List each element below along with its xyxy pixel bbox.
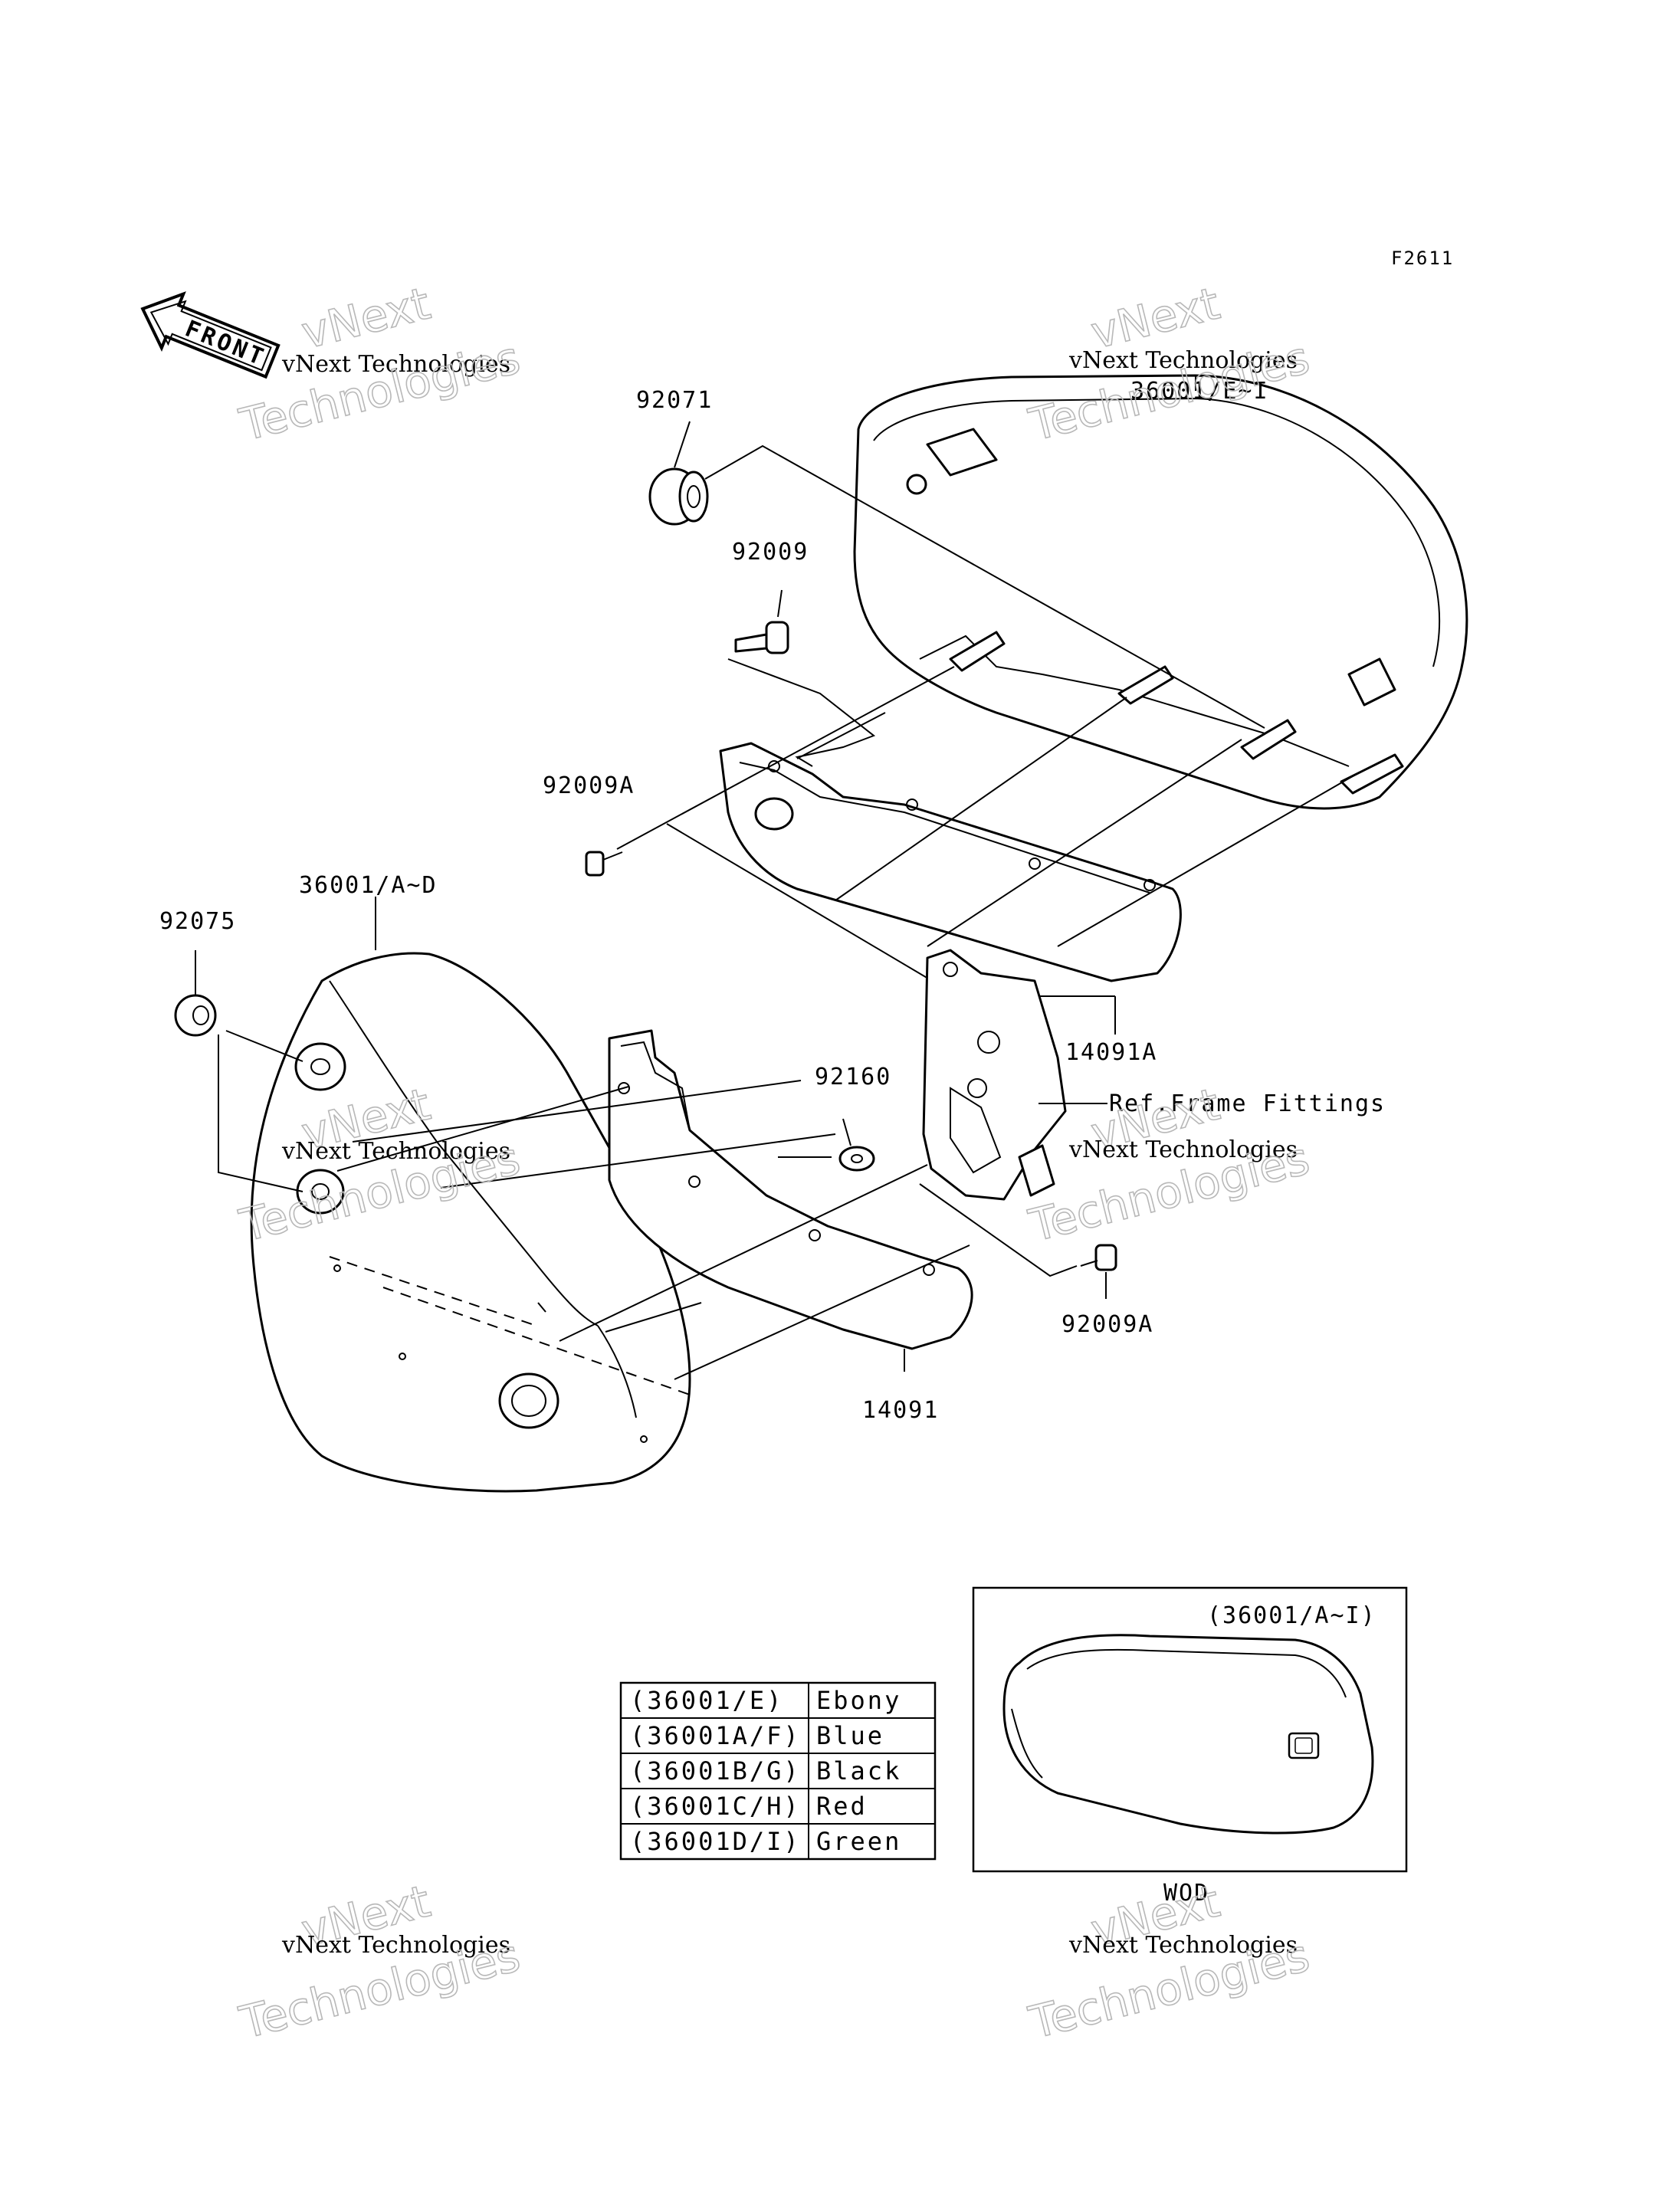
side-cover-right (853, 374, 1468, 810)
color-table: (36001/E) Ebony (36001A/F) Blue (36001B/… (619, 1681, 937, 1861)
label-92071: 92071 (636, 387, 713, 414)
svg-text:vNext Technologies: vNext Technologies (281, 1138, 510, 1165)
watermark-bottom-right: vNext vNext Technologies Technologies (1023, 1874, 1315, 2050)
inset-title: (36001/A~I) (1207, 1602, 1376, 1629)
svg-text:vNext: vNext (297, 277, 435, 359)
watermark-top-left: vNext vNext Technologies Technologies (234, 277, 526, 452)
table-row: (36001/E) Ebony (630, 1686, 901, 1715)
label-92009a-upper: 92009A (543, 772, 635, 799)
label-92160: 92160 (815, 1064, 891, 1090)
table-cell-part: (36001B/G) (630, 1756, 801, 1785)
bracket-14091a (719, 742, 1182, 982)
grommet-92071 (648, 467, 709, 526)
label-92075: 92075 (159, 908, 236, 935)
svg-text:vNext Technologies: vNext Technologies (1068, 1932, 1298, 1959)
label-92009: 92009 (732, 539, 809, 566)
svg-text:vNext Technologies: vNext Technologies (1068, 1136, 1298, 1163)
table-cell-part: (36001A/F) (630, 1721, 801, 1750)
table-cell-part: (36001D/I) (630, 1827, 801, 1856)
svg-text:vNext Technologies: vNext Technologies (281, 351, 510, 378)
lower-leader-lines (195, 897, 1107, 1395)
inset-box: (36001/A~I) WOD (972, 1586, 1408, 1907)
table-cell-part: (36001/E) (630, 1686, 783, 1715)
front-arrow-icon: FRONT (140, 291, 281, 379)
bolt-92009a-upper (585, 851, 623, 877)
label-14091a: 14091A (1065, 1039, 1157, 1066)
table-cell-color: Black (816, 1756, 901, 1785)
table-cell-part: (36001C/H) (630, 1792, 801, 1821)
table-cell-color: Green (816, 1827, 901, 1856)
table-row: (36001D/I) Green (630, 1827, 901, 1856)
bolt-92009a-lower (1080, 1244, 1117, 1271)
washer-92160 (838, 1146, 875, 1172)
label-ref-frame-fittings: Ref.Frame Fittings (1109, 1090, 1386, 1117)
label-92009a-lower: 92009A (1061, 1311, 1153, 1338)
watermark-bottom-left: vNext vNext Technologies Technologies (234, 1874, 526, 2050)
table-cell-color: Blue (816, 1721, 884, 1750)
watermark-mid-left: vNext vNext Technologies Technologies (234, 1077, 526, 1253)
svg-text:vNext Technologies: vNext Technologies (281, 1932, 510, 1959)
grommet-92075 (174, 994, 217, 1037)
table-row: (36001B/G) Black (630, 1756, 901, 1785)
bracket-14091 (608, 1029, 973, 1350)
label-14091: 14091 (862, 1397, 939, 1424)
table-cell-color: Red (816, 1792, 868, 1821)
bolt-92009 (734, 621, 789, 654)
table-row: (36001C/H) Red (630, 1792, 868, 1821)
figure-code: F2611 (1391, 248, 1454, 269)
table-row: (36001A/F) Blue (630, 1721, 884, 1750)
inset-side-cover (1002, 1634, 1374, 1835)
inset-caption: WOD (1163, 1880, 1209, 1907)
table-cell-color: Ebony (816, 1686, 901, 1715)
svg-text:vNext Technologies: vNext Technologies (1068, 347, 1298, 374)
frame-fitting-bracket (922, 949, 1067, 1201)
label-36001-e: 36001/E~I (1130, 378, 1269, 405)
label-36001-ad: 36001/A~D (299, 872, 438, 899)
